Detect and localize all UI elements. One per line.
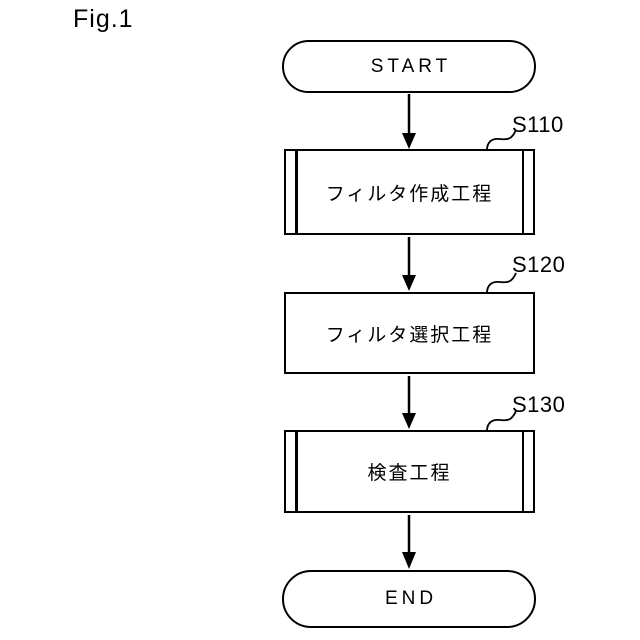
step-ref-s120: S120 (512, 252, 566, 277)
arrow-down-icon (402, 552, 416, 569)
step-ref-s130: S130 (512, 392, 566, 417)
step-ref-s110: S110 (512, 112, 564, 137)
subroutine-right-line (521, 151, 524, 233)
start-terminal: START (282, 40, 536, 93)
step-box-s130: 検査工程 (284, 430, 535, 513)
step-box-s110: フィルタ作成工程 (284, 149, 535, 235)
step-label-s120: フィルタ選択工程 (325, 324, 494, 346)
leader-curve-s130 (486, 410, 517, 432)
leader-curve-s120 (486, 272, 517, 294)
step-box-s120: フィルタ選択工程 (284, 292, 535, 374)
subroutine-right-line (521, 432, 524, 511)
leader-curve-s110 (486, 129, 517, 151)
step-label-s130: 検査工程 (367, 463, 452, 484)
arrow-down-icon (402, 133, 416, 149)
figure-label: Fig.1 (73, 5, 134, 33)
arrow-down-icon (402, 413, 416, 429)
step-label-s110: フィルタ作成工程 (325, 183, 494, 205)
arrow-down-icon (402, 275, 416, 291)
end-terminal: END (282, 570, 536, 628)
end-terminal-label: END (384, 588, 438, 609)
start-terminal-label: START (370, 55, 452, 77)
subroutine-left-line (295, 151, 298, 233)
subroutine-left-line (295, 432, 298, 511)
